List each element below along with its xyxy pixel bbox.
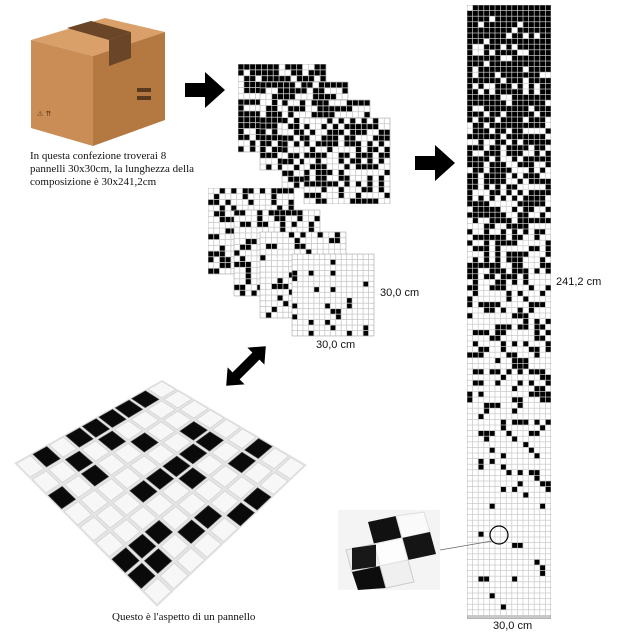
double-arrow-icon: [226, 346, 266, 386]
arrow-right-icon: [415, 145, 455, 181]
dark-panels-stack: [238, 64, 391, 204]
panel-height-label: 30,0 cm: [380, 287, 420, 299]
detail-callout-line: [440, 525, 509, 551]
panel-perspective-image: [14, 380, 307, 607]
cardboard-box-icon: ⚠ ⇈: [31, 18, 165, 146]
panel-caption: Questo è l'aspetto di un pannello: [112, 611, 256, 623]
box-caption: In questa confezione troverai 8 pannelli…: [30, 150, 195, 188]
composition-strip: [467, 5, 551, 619]
strip-height-label: 241,2 cm: [556, 276, 602, 288]
light-panels-stack: [208, 188, 375, 337]
strip-width-label: 30,0 cm: [493, 620, 533, 632]
arrow-right-icon: [185, 72, 225, 108]
svg-text:⚠ ⇈: ⚠ ⇈: [37, 110, 52, 118]
tile-detail-photo: [338, 510, 440, 590]
panel-width-label: 30,0 cm: [316, 339, 356, 351]
